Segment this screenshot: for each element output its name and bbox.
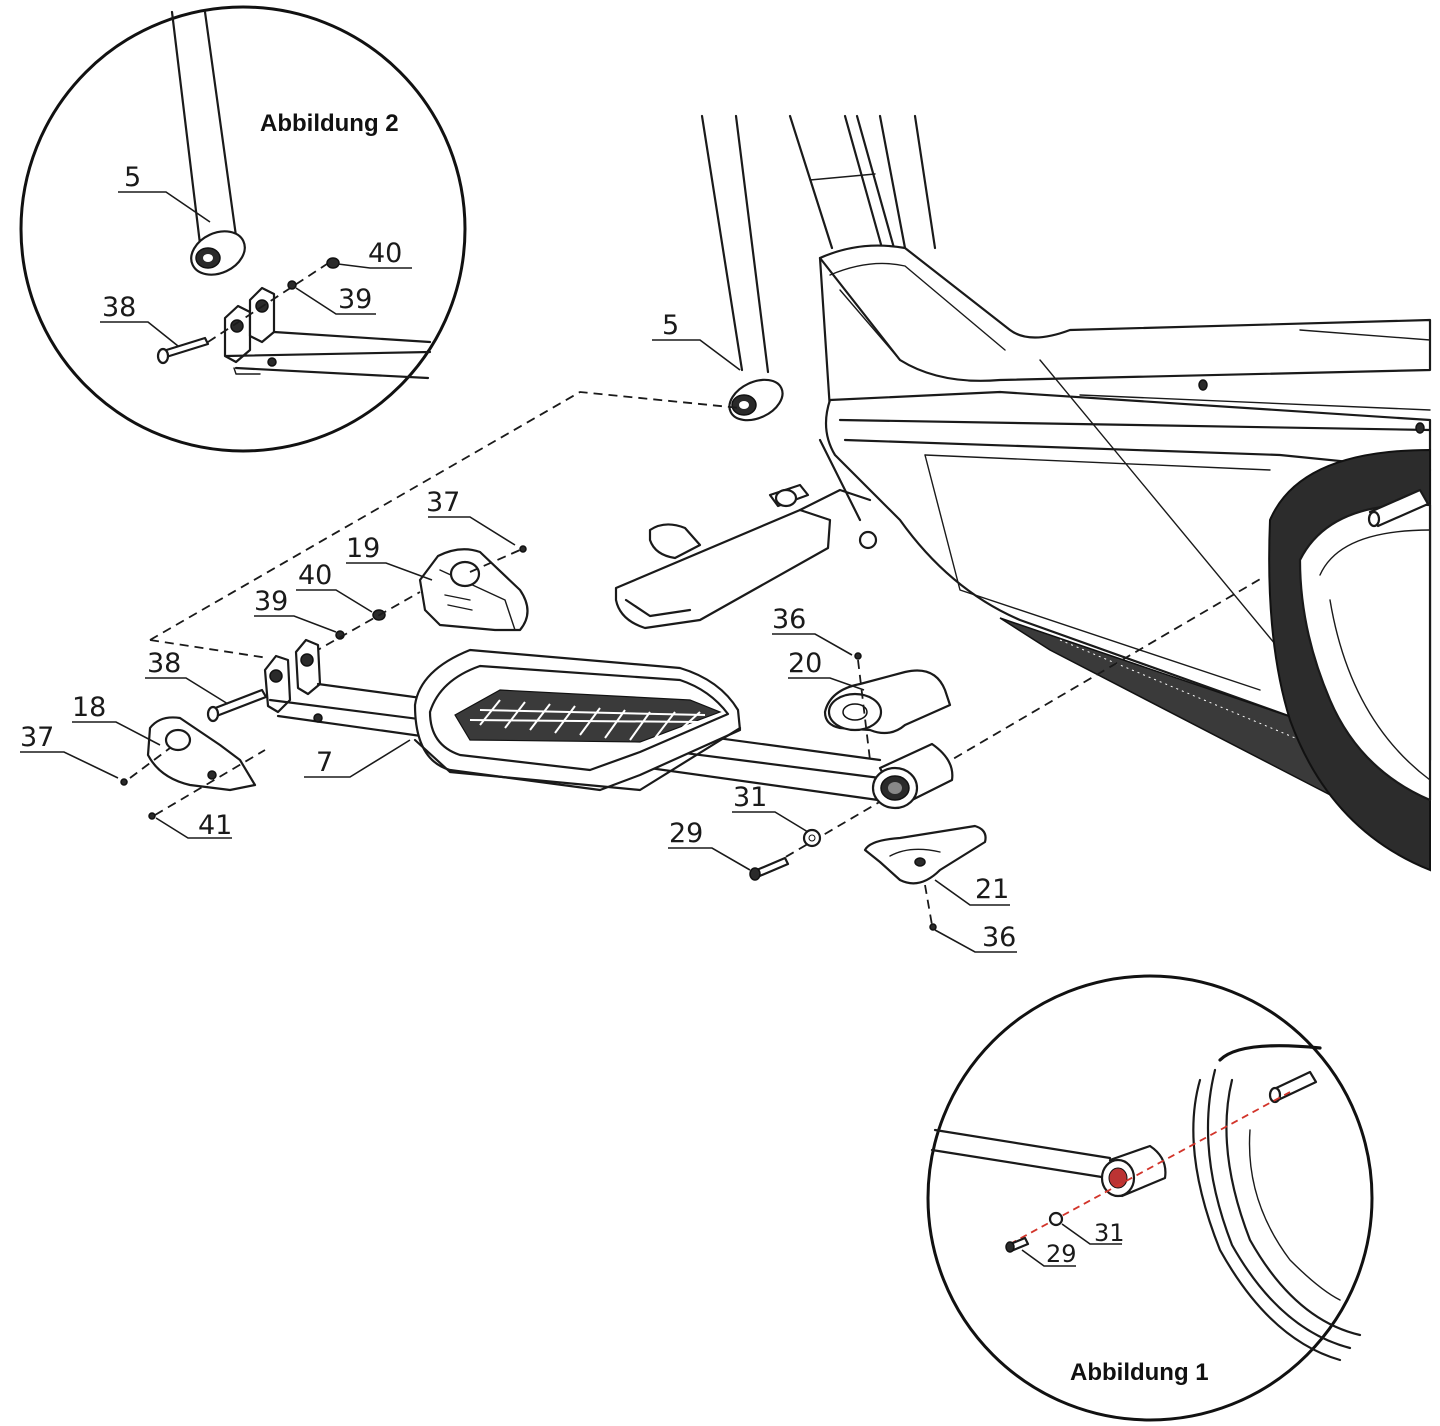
label-40: 40 xyxy=(298,560,332,591)
d2-label-38: 38 xyxy=(102,292,136,323)
d2-label-39: 39 xyxy=(338,284,372,315)
label-29: 29 xyxy=(669,818,703,849)
label-39: 39 xyxy=(254,586,288,617)
label-21: 21 xyxy=(975,874,1009,905)
d1-label-31: 31 xyxy=(1094,1219,1125,1247)
detail-1-title: Abbildung 1 xyxy=(1070,1359,1209,1386)
label-37-left: 37 xyxy=(20,722,54,753)
detail-2-title: Abbildung 2 xyxy=(260,110,399,137)
detail-circle-2: 5 40 39 38 Abbildung 2 xyxy=(19,5,467,453)
label-37-top: 37 xyxy=(426,487,460,518)
label-36-bottom: 36 xyxy=(982,922,1016,953)
label-36-top: 36 xyxy=(772,604,806,635)
label-20: 20 xyxy=(788,648,822,679)
label-18: 18 xyxy=(72,692,106,723)
detail-circle-1: 31 29 Abbildung 1 xyxy=(926,974,1374,1422)
label-5: 5 xyxy=(662,310,679,341)
axle-axis-line xyxy=(759,577,1263,873)
label-31: 31 xyxy=(733,782,767,813)
pedal-arm-assembly: 5 37 19 40 39 38 18 37 7 41 36 20 31 29 … xyxy=(20,310,1017,953)
d2-label-5: 5 xyxy=(124,162,141,193)
callout-line-detail-2 xyxy=(149,391,741,641)
label-19: 19 xyxy=(346,533,380,564)
machine-frame xyxy=(614,114,1432,872)
label-7: 7 xyxy=(316,747,333,778)
label-38: 38 xyxy=(147,648,181,679)
d1-label-29: 29 xyxy=(1046,1240,1077,1268)
d2-label-40: 40 xyxy=(368,238,402,269)
label-41: 41 xyxy=(198,810,232,841)
